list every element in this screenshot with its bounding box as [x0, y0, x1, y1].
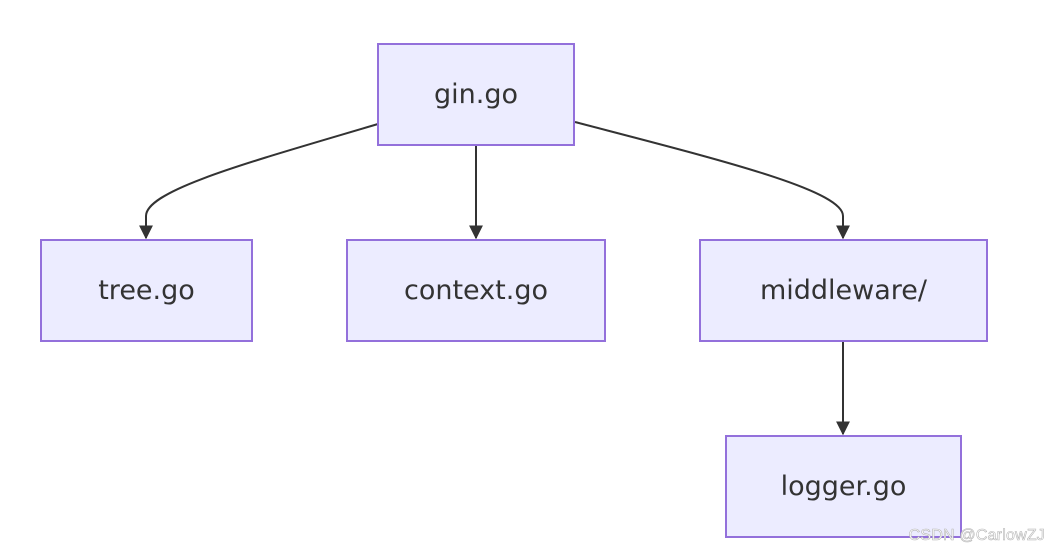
- node-middleware-dir: middleware/: [699, 239, 988, 342]
- node-tree-go: tree.go: [40, 239, 253, 342]
- node-gin-go: gin.go: [377, 43, 575, 146]
- edge-gin-to-tree: [139, 123, 379, 240]
- node-label: logger.go: [780, 471, 907, 502]
- node-label: tree.go: [98, 275, 195, 306]
- edge-gin-to-middleware: [574, 121, 850, 240]
- node-label: context.go: [403, 275, 548, 306]
- node-label: middleware/: [759, 275, 928, 306]
- node-label: gin.go: [434, 79, 518, 110]
- node-context-go: context.go: [346, 239, 606, 342]
- watermark: CSDN @CarlowZJ: [908, 527, 1045, 545]
- node-logger-go: logger.go: [725, 435, 962, 538]
